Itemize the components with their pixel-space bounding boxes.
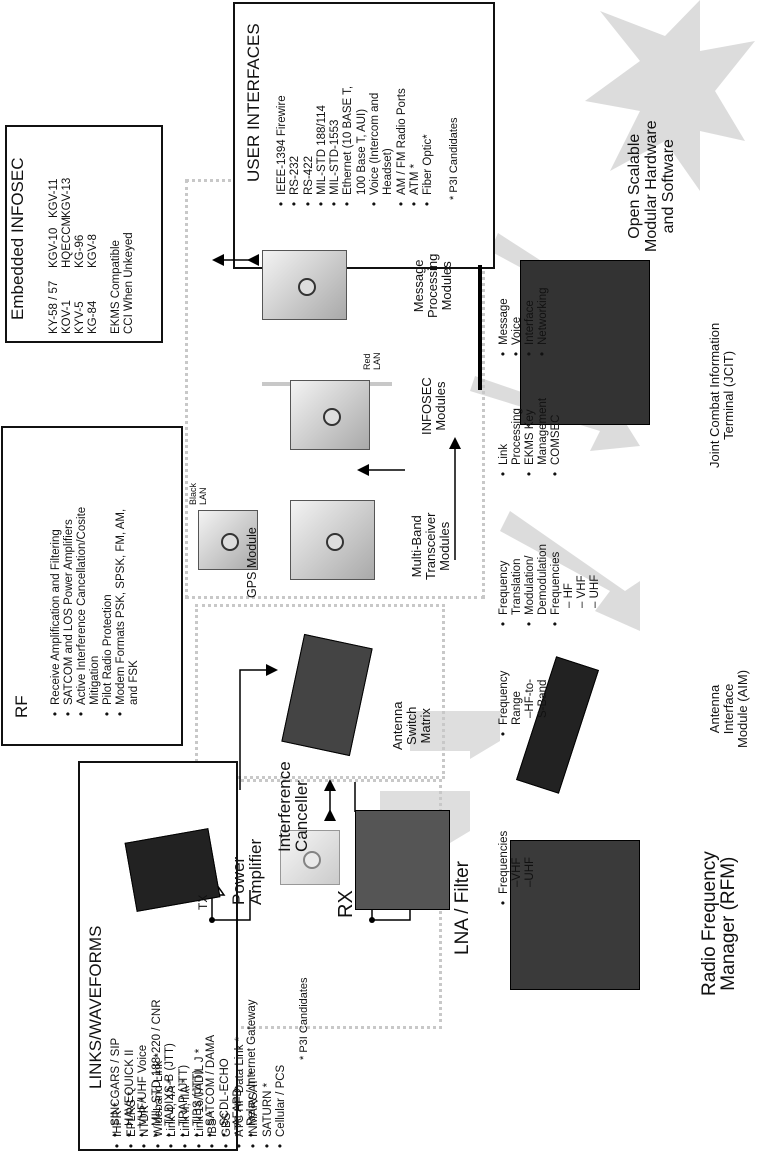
infosec-modules-label-line: Modules <box>433 381 448 431</box>
asm-features-list: Frequency Range –HF-to- S-Band <box>498 671 550 736</box>
jcit-label-line: Terminal (JCIT) <box>721 350 736 440</box>
message-modules-image <box>262 250 347 320</box>
red-lan-label: Red LAN <box>362 352 382 370</box>
list-item: EKMS Key <box>524 398 537 476</box>
message-modules-label-line: Message <box>411 259 426 313</box>
list-item: –UHF <box>524 856 536 887</box>
list-item: Interface <box>524 287 537 356</box>
list-item: COMSEC <box>550 398 563 476</box>
lna-filter-image <box>355 810 450 910</box>
arrow-jcit-1 <box>500 511 640 631</box>
list-item: Demodulation <box>537 544 549 615</box>
aim-label-line: Antenna <box>707 684 722 734</box>
infosec-modules-label-line: INFOSEC <box>419 377 434 435</box>
interference-canceller-label: Interference Canceller <box>275 761 311 852</box>
asm-features: Frequency Range –HF-to- S-Band <box>498 671 550 736</box>
list-item: –VHF <box>511 857 523 887</box>
msg-features-list: Message Voice Interface Networking <box>498 287 550 356</box>
aim-label: Antenna Interface Module (AIM) <box>707 669 750 748</box>
open-scalable-burst <box>585 0 755 191</box>
tx-line <box>212 890 251 921</box>
message-modules-label-line: Modules <box>439 261 454 311</box>
list-item: Management <box>537 397 549 465</box>
list-item: Message <box>498 287 511 356</box>
antenna-switch-label-line: Switch <box>404 706 419 745</box>
list-item: – VHF <box>576 575 588 608</box>
list-item: Voice <box>511 287 524 356</box>
infosec-modules-label: INFOSEC Modules <box>419 377 448 435</box>
list-item: – HF <box>563 583 575 608</box>
rfm-label-line: Manager (RFM) <box>718 856 739 991</box>
interference-canceller-image <box>280 830 340 885</box>
list-item: Frequency <box>498 544 511 626</box>
aim-label-line: Interface <box>721 683 736 735</box>
antenna-switch-label-line: Matrix <box>418 708 433 744</box>
infosec-modules-image <box>290 380 370 450</box>
lna-filter-label: LNA / Filter <box>452 861 473 955</box>
rfm-features: Frequencies –VHF –UHF <box>498 831 537 905</box>
black-lan-label: Black LAN <box>188 483 208 505</box>
red-lan-label-line: LAN <box>372 352 382 370</box>
list-item: Processing <box>511 408 523 465</box>
message-modules-label-line: Processing <box>425 253 440 318</box>
power-amplifier-label-line: Amplifier <box>246 838 265 905</box>
gps-module-label: GPS Module <box>245 527 259 598</box>
list-item: Range <box>511 691 523 725</box>
red-lan-label-line: Red <box>362 353 372 370</box>
pa-switch-line <box>239 664 278 790</box>
multiband-label: Multi-Band Transceiver Modules <box>409 512 452 580</box>
jcit-label-line: Joint Combat Information <box>707 322 722 468</box>
infosec-features: Link Processing EKMS Key Management COMS… <box>498 398 563 476</box>
multiband-label-line: Multi-Band <box>409 515 424 578</box>
multiband-label-line: Transceiver <box>423 512 438 580</box>
list-item: Networking <box>537 287 550 356</box>
arrow-aim <box>410 711 500 759</box>
message-modules-label: Message Processing Modules <box>411 253 454 318</box>
list-item: Translation <box>511 558 523 615</box>
list-item: Link <box>498 398 511 476</box>
list-item: –HF-to- <box>524 679 536 718</box>
rfm-label: Radio Frequency Manager (RFM) <box>699 851 739 996</box>
power-amplifier-label: Power Amplifier <box>229 838 265 905</box>
interference-canceller-label-line: Interference <box>275 761 294 852</box>
tx-label: TX <box>196 894 210 910</box>
jcit-label: Joint Combat Information Terminal (JCIT) <box>707 322 736 468</box>
infosec-features-list: Link Processing EKMS Key Management COMS… <box>498 398 563 476</box>
rfm-image <box>510 840 640 990</box>
rfm-label-line: Radio Frequency <box>699 851 720 996</box>
black-lan-label-line: LAN <box>198 487 208 505</box>
list-item: S-Band <box>537 679 549 718</box>
list-item: Frequencies <box>550 544 563 626</box>
aim-label-line: Module (AIM) <box>735 669 750 748</box>
power-amplifier-label-line: Power <box>229 856 248 905</box>
antenna-switch-label-line: Antenna <box>390 701 405 750</box>
multiband-label-line: Modules <box>437 521 452 571</box>
list-item: Frequency <box>498 671 511 736</box>
gps-module-image <box>198 510 258 570</box>
multiband-modules-image <box>290 500 375 580</box>
black-lan-label-line: Black <box>188 482 198 505</box>
mbt-features-list: Frequency Translation Modulation/ Demodu… <box>498 544 602 626</box>
rx-label: RX <box>335 890 357 918</box>
mbt-features: Frequency Translation Modulation/ Demodu… <box>498 544 602 626</box>
interference-canceller-label-line: Canceller <box>292 780 311 852</box>
list-item: Modulation/ <box>524 544 537 626</box>
antenna-switch-label: Antenna Switch Matrix <box>390 701 433 750</box>
rfm-features-list: Frequencies –VHF –UHF <box>498 831 537 905</box>
list-item: – UHF <box>589 574 601 608</box>
msg-features: Message Voice Interface Networking <box>498 287 550 356</box>
list-item: Frequencies <box>498 831 511 905</box>
